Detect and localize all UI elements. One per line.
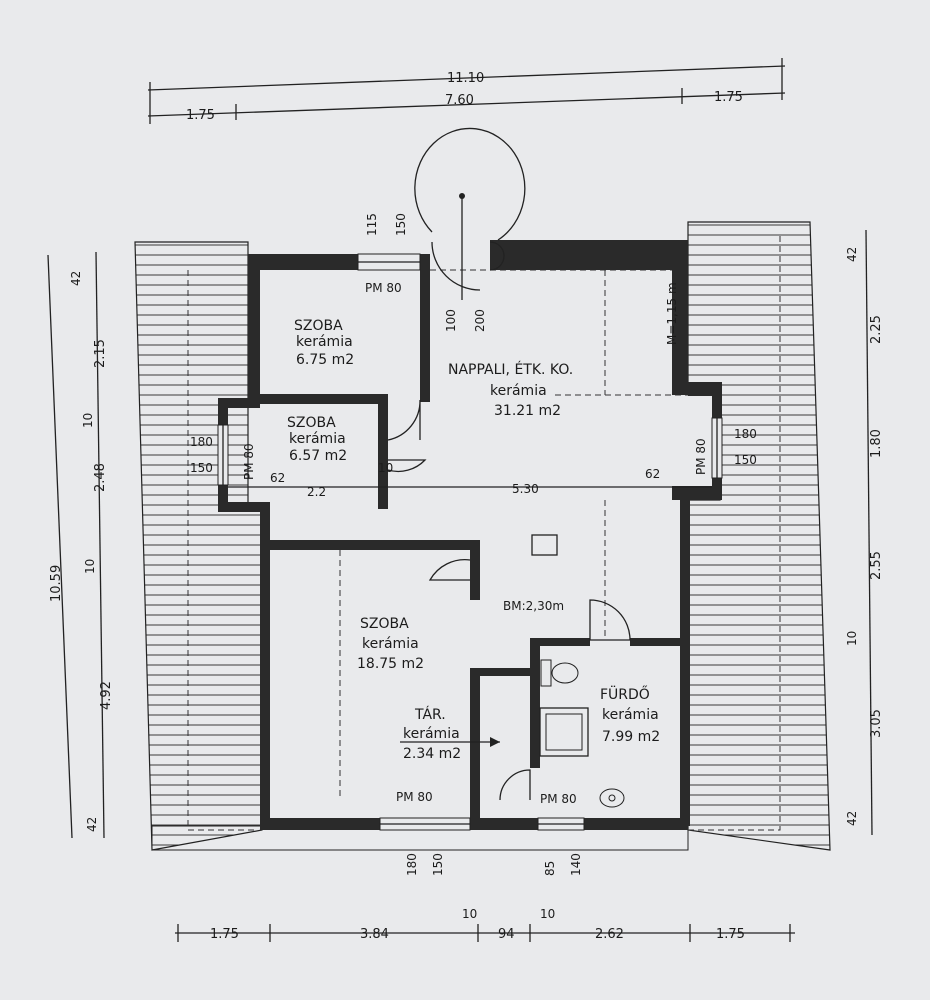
- door-center-dim-1: 100: [444, 309, 458, 332]
- storage-area: 2.34 m2: [403, 746, 461, 762]
- room2-floor: kerámia: [289, 431, 346, 447]
- chimney: [531, 534, 558, 556]
- kneewall-right: [688, 236, 781, 831]
- win-bottom2-dim-1: 85: [543, 861, 557, 876]
- win-right-dim-2: 150: [734, 453, 757, 467]
- sink-icon: [599, 788, 625, 808]
- left-dim-5: 10: [83, 559, 97, 574]
- right-dim-5: 10: [845, 631, 859, 646]
- w22-label: 2.2: [307, 485, 326, 499]
- win-left-dim-2: 150: [190, 461, 213, 475]
- top-dimensions: [147, 58, 786, 124]
- kneewall-left: [187, 270, 255, 831]
- bath-name: FÜRDŐ: [600, 685, 650, 703]
- room1-area: 6.75 m2: [296, 352, 354, 368]
- bottom-dim-7: 1.75: [716, 927, 745, 942]
- walls: [218, 240, 722, 830]
- top-dim-3: 1.75: [714, 90, 743, 105]
- bottom-dim-3: 10: [462, 907, 477, 921]
- w62b-label: 62: [645, 467, 660, 481]
- right-dimensions: [865, 229, 873, 836]
- win-right-dim-1: 180: [734, 427, 757, 441]
- bath-floor: kerámia: [602, 707, 659, 723]
- w62a-label: 62: [270, 471, 285, 485]
- pm-bottom1-label: PM 80: [396, 790, 433, 804]
- bottom-dim-4: 94: [498, 927, 515, 942]
- storage-name: TÁR.: [414, 706, 446, 723]
- right-dim-3: 1.80: [869, 429, 884, 458]
- bath-area: 7.99 m2: [602, 729, 660, 745]
- left-dim-1: 42: [69, 271, 83, 286]
- right-dim-7: 42: [845, 811, 859, 826]
- room3-name: SZOBA: [360, 616, 409, 632]
- roof-right-hatch: [687, 221, 831, 851]
- left-dim-6: 4.92: [99, 681, 114, 710]
- room3-area: 18.75 m2: [357, 656, 424, 672]
- bottom-dim-5: 10: [540, 907, 555, 921]
- storage-floor: kerámia: [403, 726, 460, 742]
- door-center-dim-2: 200: [473, 309, 487, 332]
- storage-arrowhead: [490, 737, 500, 747]
- left-dimensions: [47, 251, 105, 839]
- top-dim-1: 1.75: [186, 108, 215, 123]
- bottom-dimensions: [175, 924, 795, 942]
- left-dim-2: 2.15: [93, 339, 108, 368]
- room1-name: SZOBA: [294, 318, 343, 334]
- door-swings: [387, 399, 631, 801]
- living-name: NAPPALI, ÉTK. KO.: [448, 361, 573, 378]
- pm-bottom2-label: PM 80: [540, 792, 577, 806]
- living-area: 31.21 m2: [494, 403, 561, 419]
- room3-floor: kerámia: [362, 636, 419, 652]
- right-dim-6: 3.05: [869, 709, 884, 738]
- right-dim-4: 2.55: [869, 551, 884, 580]
- bottom-dim-2: 3.84: [360, 927, 389, 942]
- windows: [217, 253, 723, 831]
- right-dim-1: 42: [845, 247, 859, 262]
- right-dim-2: 2.25: [869, 315, 884, 344]
- living-floor: kerámia: [490, 383, 547, 399]
- m-height-label: M=1,15 m: [665, 282, 679, 345]
- room1-floor: kerámia: [296, 334, 353, 350]
- left-total-dim: 10.59: [49, 565, 64, 602]
- entrance-door: [414, 127, 526, 300]
- top-dim-2: 7.60: [445, 93, 474, 108]
- door-top-dim-2: 150: [394, 213, 408, 236]
- left-dim-3: 10: [81, 413, 95, 428]
- bottom-dim-6: 2.62: [595, 927, 624, 942]
- bm-height-label: BM:2,30m: [503, 599, 564, 613]
- win-left-dim-1: 180: [190, 435, 213, 449]
- pm-top-label: PM 80: [365, 281, 402, 295]
- toilet-icon: [540, 659, 579, 687]
- room2-name: SZOBA: [287, 415, 336, 431]
- roof-left-hatch: [134, 241, 263, 851]
- pm-left-label: PM 80: [242, 443, 256, 480]
- pm-right-label: PM 80: [694, 438, 708, 475]
- win-bottom2-dim-2: 140: [569, 853, 583, 876]
- room2-area: 6.57 m2: [289, 448, 347, 464]
- left-dim-4: 2.48: [93, 463, 108, 492]
- door-top-dim-1: 115: [365, 213, 379, 236]
- left-dim-7: 42: [85, 817, 99, 832]
- win-bottom1-dim-1: 180: [405, 853, 419, 876]
- w10mid-label: 10: [378, 461, 393, 475]
- top-total-dim: 11.10: [447, 71, 484, 86]
- width-530-label: 5.30: [512, 482, 539, 496]
- bottom-dim-1: 1.75: [210, 927, 239, 942]
- shower-icon: [539, 707, 589, 757]
- win-bottom1-dim-2: 150: [431, 853, 445, 876]
